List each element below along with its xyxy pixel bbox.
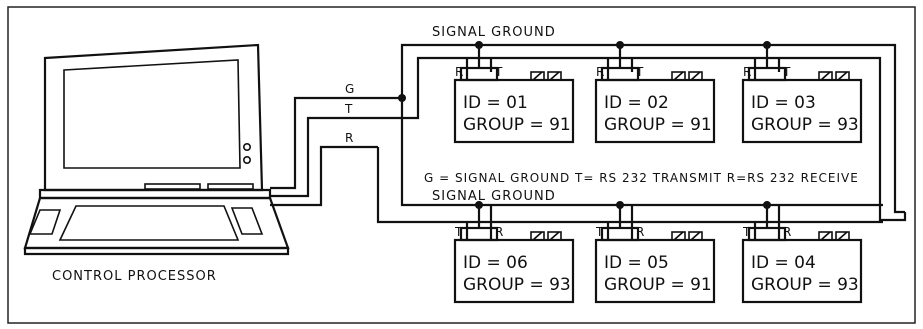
device-04: T R ID = 04 GROUP = 93 <box>741 225 863 304</box>
device-03-id: ID = 03 <box>751 93 816 113</box>
legend-text: G = SIGNAL GROUND T= RS 232 TRANSMIT R=R… <box>424 171 859 185</box>
line-g-label: G <box>345 82 354 96</box>
signal-ground-bottom-label: SIGNAL GROUND <box>432 189 556 204</box>
device-05-right-pin: R <box>636 225 644 239</box>
line-r-label: R <box>345 131 353 145</box>
device-03-left-pin: R <box>743 65 751 79</box>
device-01-id: ID = 01 <box>463 93 528 113</box>
device-06-right-pin: R <box>495 225 503 239</box>
device-02-group: GROUP = 91 <box>604 115 712 135</box>
device-06-id: ID = 06 <box>463 253 528 273</box>
diagram-frame <box>7 6 916 324</box>
device-01-left-pin: R <box>455 65 463 79</box>
device-02-right-pin: T <box>635 65 644 79</box>
device-02-left-pin: R <box>596 65 604 79</box>
line-t-label: T <box>344 102 353 116</box>
device-06-left-pin: T <box>454 225 463 239</box>
device-03: R T ID = 03 GROUP = 93 <box>741 65 863 144</box>
device-05-id: ID = 05 <box>604 253 669 273</box>
device-01: R T ID = 01 GROUP = 91 <box>453 65 575 144</box>
control-processor-label: CONTROL PROCESSOR <box>52 269 217 284</box>
device-05-group: GROUP = 91 <box>604 275 712 295</box>
device-01-right-pin: T <box>494 65 503 79</box>
device-05-left-pin: T <box>595 225 604 239</box>
device-03-right-pin: T <box>782 65 791 79</box>
device-05: T R ID = 05 GROUP = 91 <box>594 225 716 304</box>
device-01-group: GROUP = 91 <box>463 115 571 135</box>
device-02: R T ID = 02 GROUP = 91 <box>594 65 716 144</box>
device-06: T R ID = 06 GROUP = 93 <box>453 225 575 304</box>
control-processor-computer <box>23 43 290 256</box>
signal-ground-top-label: SIGNAL GROUND <box>432 25 556 40</box>
device-06-group: GROUP = 93 <box>463 275 571 295</box>
device-04-right-pin: R <box>783 225 791 239</box>
wires <box>270 41 907 240</box>
device-02-id: ID = 02 <box>604 93 669 113</box>
device-04-left-pin: T <box>742 225 751 239</box>
device-04-id: ID = 04 <box>751 253 816 273</box>
device-04-group: GROUP = 93 <box>751 275 859 295</box>
device-03-group: GROUP = 93 <box>751 115 859 135</box>
